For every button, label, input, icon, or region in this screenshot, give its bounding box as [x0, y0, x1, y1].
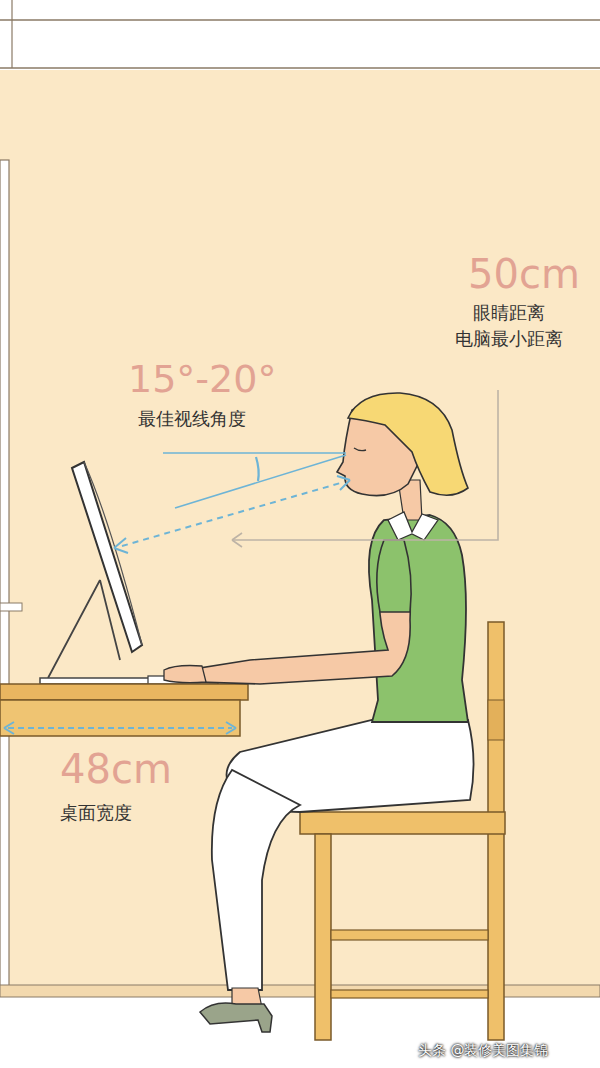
width-value: 48cm: [60, 740, 172, 798]
chair-rung: [331, 930, 488, 940]
collar: [388, 512, 438, 540]
hair: [348, 393, 468, 495]
distance-bracket: [232, 390, 498, 540]
monitor-base: [40, 678, 150, 684]
viewing-distance-line: [122, 482, 344, 546]
pants-leg: [212, 770, 300, 990]
chair-front-leg: [315, 834, 331, 1040]
width-note: 桌面宽度: [60, 800, 132, 826]
distance-note: 眼睛距离 电脑最小距离: [424, 300, 594, 352]
watermark: 头条 @装修美图集锦: [418, 1040, 548, 1060]
monitor-screen: [72, 462, 142, 652]
eye: [354, 448, 366, 451]
width-dimension: [8, 727, 232, 729]
shoe: [200, 1003, 272, 1032]
desk-apron: [0, 700, 240, 736]
monitor-edge: [84, 462, 142, 645]
skirting: [0, 985, 600, 997]
chair-seat: [300, 812, 505, 834]
chair-rung: [331, 990, 488, 998]
sleeve: [377, 540, 411, 612]
wall: [0, 70, 600, 990]
desk-top: [0, 684, 248, 700]
hand: [164, 666, 206, 683]
monitor-stand: [48, 580, 120, 678]
angled-sight-line: [175, 455, 346, 508]
chair-slat: [488, 700, 504, 740]
dimension-arrowheads: [4, 722, 236, 734]
angle-note: 最佳视线角度: [138, 406, 246, 432]
window-handle: [0, 603, 22, 611]
ceiling-line: [0, 19, 600, 21]
horizontal-sight-line: [163, 452, 346, 454]
ceiling-line: [0, 67, 600, 69]
window-frame: [0, 160, 9, 990]
distance-arrowheads: [114, 476, 350, 553]
angle-arc: [256, 457, 259, 481]
angle-value: 15°-20°: [128, 352, 276, 407]
frame-line: [11, 0, 12, 68]
distance-value: 50cm: [468, 245, 580, 303]
bracket-arrowhead: [232, 533, 242, 547]
